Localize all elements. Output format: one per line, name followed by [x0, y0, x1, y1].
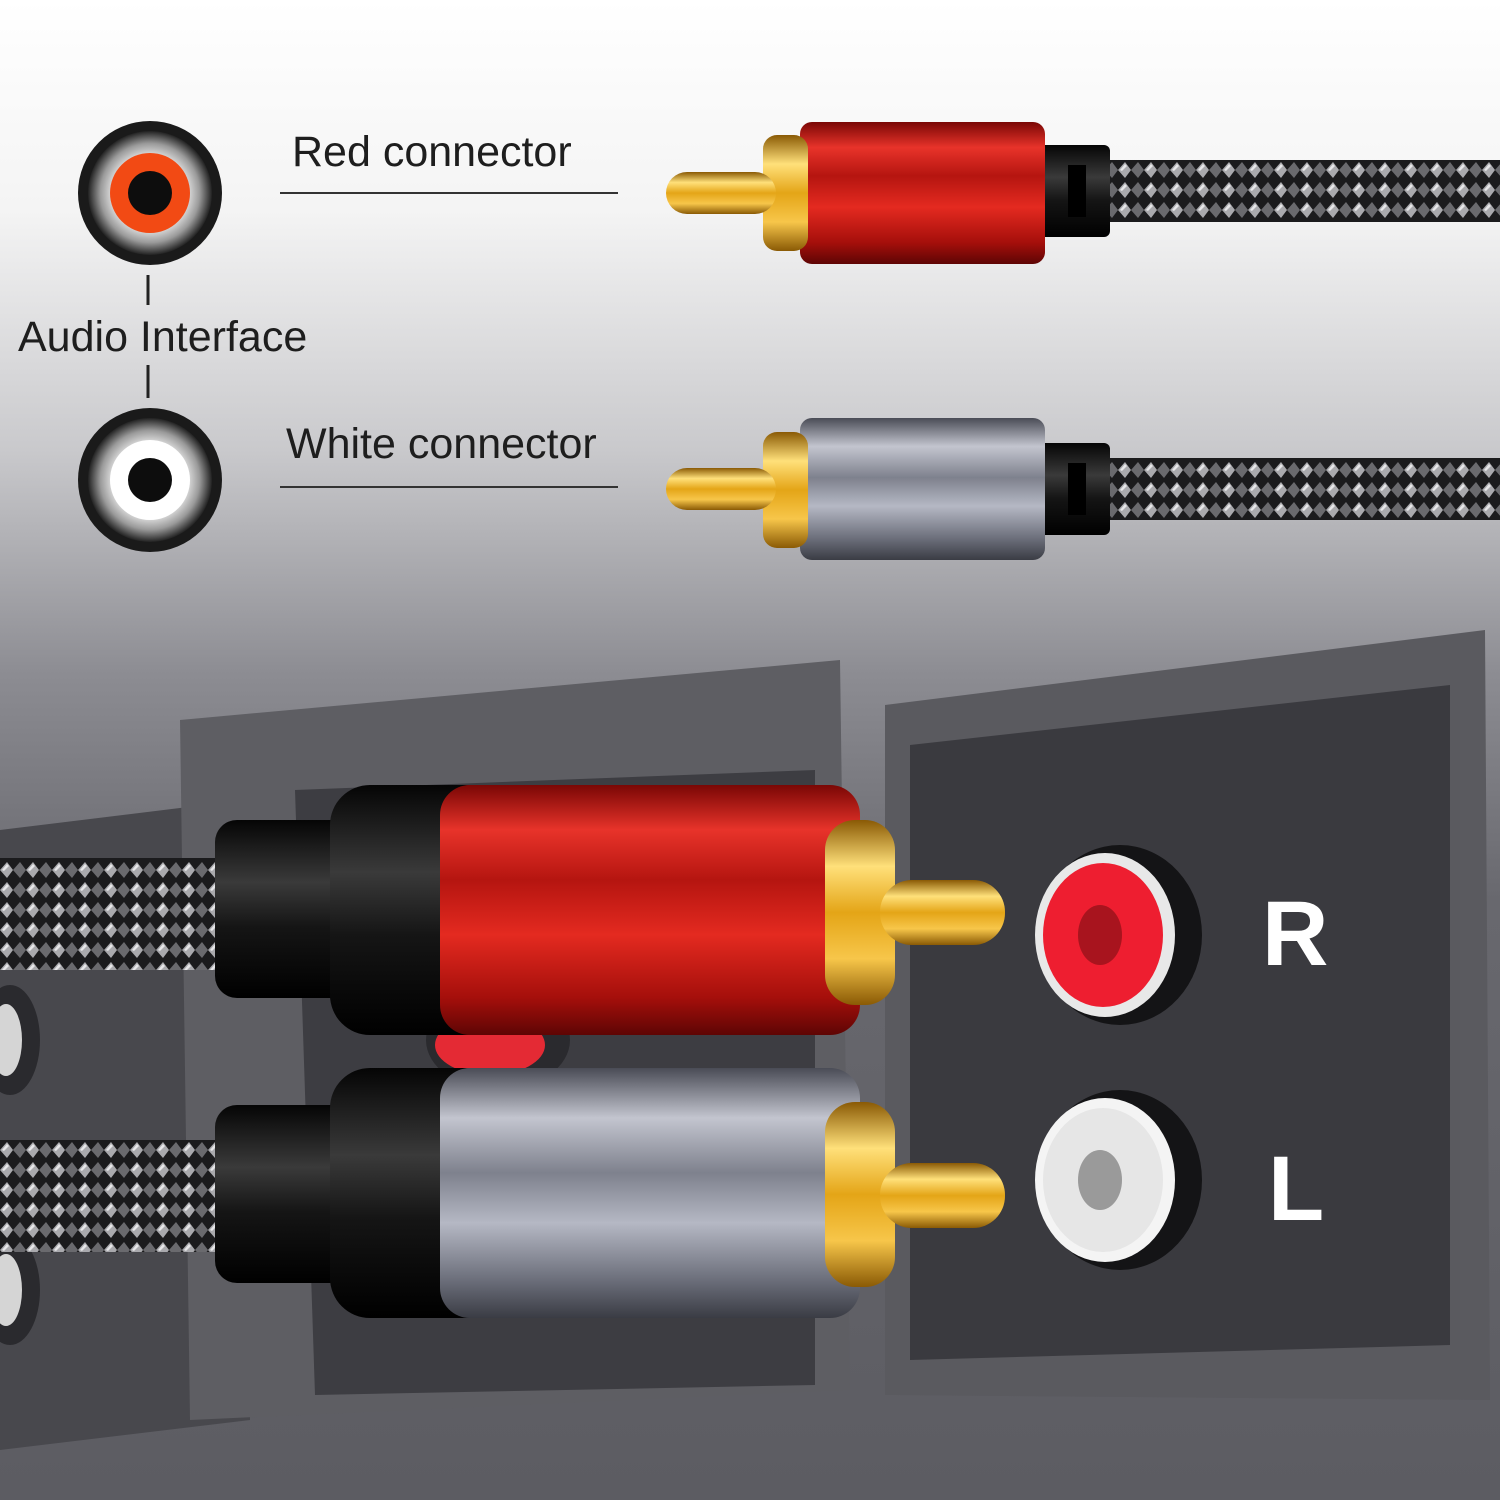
red-rca-plug-top — [666, 122, 1500, 264]
red-connector-label: Red connector — [292, 128, 572, 176]
audio-interface-label: Audio Interface — [18, 313, 308, 361]
red-rca-plug-large — [0, 785, 1005, 1035]
braided-cable — [1100, 160, 1500, 222]
audio-interface-diagram — [78, 121, 618, 552]
braided-cable — [1100, 458, 1500, 520]
braided-cable — [0, 1140, 255, 1252]
left-channel-jack — [1035, 1090, 1202, 1270]
device-panels — [0, 630, 1490, 1450]
right-channel-jack — [1035, 845, 1202, 1025]
white-connector-label: White connector — [286, 420, 597, 468]
left-channel-label: L — [1268, 1138, 1325, 1240]
braided-cable — [0, 858, 255, 970]
white-rca-plug-large — [0, 1068, 1005, 1318]
right-channel-label: R — [1262, 883, 1329, 985]
white-rca-plug-top — [666, 418, 1500, 560]
